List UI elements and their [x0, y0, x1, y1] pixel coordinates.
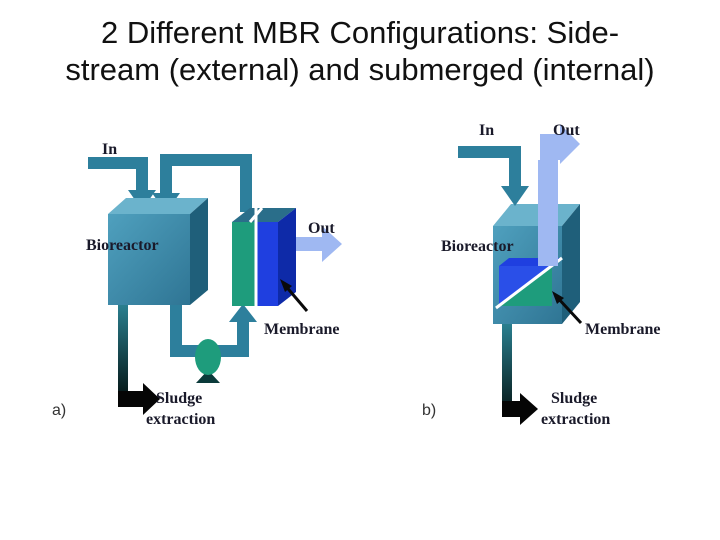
a-sludge-label-1: Sludge [156, 390, 202, 407]
a-sludge-pipe [118, 305, 128, 395]
b-out-arrow-shaft [538, 160, 558, 266]
a-out-flow-arrow [296, 226, 342, 262]
a-membrane-module [232, 206, 296, 306]
a-in-flow-arrow [88, 157, 156, 210]
b-sludge-pipe [502, 324, 512, 412]
a-bioreactor-label: Bioreactor [86, 237, 159, 254]
diagram-a-sidestream: In Out Bioreactor Membrane Sludge extrac… [52, 141, 342, 428]
a-bioreactor-tank [108, 198, 208, 305]
b-membrane-label: Membrane [585, 321, 661, 338]
a-caption: a) [52, 402, 66, 419]
a-membrane-label: Membrane [264, 321, 340, 338]
a-sludge-label-2: extraction [146, 411, 215, 428]
a-out-label: Out [308, 220, 335, 237]
b-bioreactor-label: Bioreactor [441, 238, 514, 255]
slide-title: 2 Different MBR Configurations: Side- st… [0, 14, 720, 88]
b-in-flow-arrow [458, 146, 529, 206]
b-sludge-label-2: extraction [541, 411, 610, 428]
title-line-1: 2 Different MBR Configurations: Side- [100, 15, 620, 50]
a-pump-to-membrane-pipe [216, 304, 257, 357]
a-pump-icon [195, 339, 221, 383]
b-in-label: In [479, 122, 494, 139]
b-out-label: Out [553, 122, 580, 139]
diagram-b-submerged: In Out Bioreactor Membrane Sludge extrac… [422, 122, 661, 428]
title-line-2: stream (external) and submerged (interna… [65, 52, 655, 87]
b-sludge-label-1: Sludge [551, 390, 597, 407]
b-submerged-membrane [495, 256, 563, 310]
a-sludge-extraction-arrow [118, 383, 160, 415]
b-caption: b) [422, 402, 436, 419]
b-out-arrow-head [540, 124, 580, 164]
a-feed-to-pump-pipe [170, 305, 200, 357]
b-sludge-extraction-arrow [502, 393, 538, 425]
a-in-label: In [102, 141, 117, 158]
